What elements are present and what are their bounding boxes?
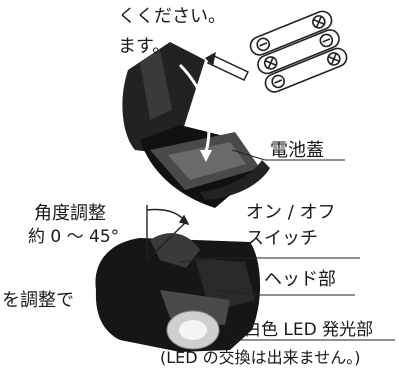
instruction-text-line2: ます。	[118, 36, 171, 57]
head-part-label: ヘッド部	[264, 269, 336, 290]
on-off-switch-label-line1: オン / オフ	[246, 202, 336, 223]
on-off-switch-label-line2: スイッチ	[246, 228, 318, 249]
angle-indicator-illustration	[146, 205, 190, 261]
leader-lines	[179, 149, 395, 341]
headlamp-body-open-illustration	[122, 42, 270, 208]
angle-range-label: 約 0 ～ 45°	[28, 227, 120, 247]
led-note-text: (LED の交換は出来ません。)	[160, 348, 361, 367]
batteries-illustration	[249, 10, 348, 93]
instruction-text-line1: くください。	[118, 6, 226, 27]
insert-arrow-illustration	[205, 52, 250, 81]
angle-adjust-label: 角度調整	[34, 203, 106, 224]
headlamp-illustration	[95, 233, 261, 352]
white-led-label: 白色 LED 発光部	[244, 320, 374, 340]
battery-cover-label: 電池蓋	[270, 140, 324, 161]
adjust-text: を調整で	[2, 290, 74, 311]
